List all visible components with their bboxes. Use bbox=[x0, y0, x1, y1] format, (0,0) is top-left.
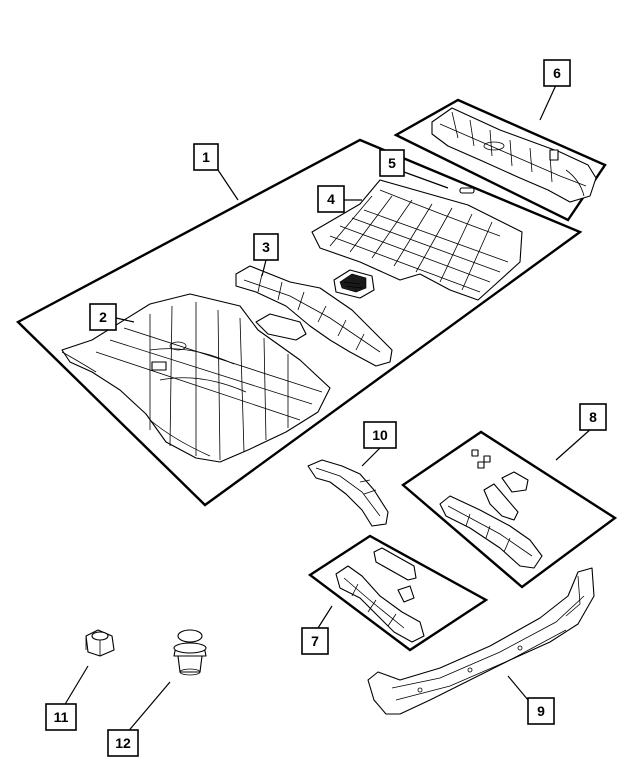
callout-9: 9 bbox=[527, 697, 555, 725]
panel-side-rail bbox=[401, 430, 618, 589]
callout-11: 11 bbox=[45, 703, 77, 731]
part-tunnel-bracket[interactable] bbox=[333, 269, 375, 299]
svg-text:3: 3 bbox=[262, 239, 270, 255]
svg-text:10: 10 bbox=[372, 427, 388, 443]
leader-3 bbox=[261, 259, 267, 277]
part-front-sill-bracket[interactable] bbox=[373, 547, 417, 603]
leader-8 bbox=[555, 427, 593, 461]
callout-2: 2 bbox=[89, 303, 117, 331]
leader-5 bbox=[403, 171, 449, 189]
panel-front-sill bbox=[307, 534, 489, 652]
part-side-rail-front[interactable] bbox=[439, 495, 543, 569]
leader-10 bbox=[361, 447, 381, 467]
leader-lines bbox=[63, 84, 593, 735]
callout-6: 6 bbox=[543, 59, 571, 87]
panel-floor-assembly bbox=[15, 138, 583, 507]
leader-12 bbox=[125, 681, 171, 735]
callout-4: 4 bbox=[317, 185, 345, 213]
part-floor-support[interactable] bbox=[307, 459, 389, 527]
svg-text:9: 9 bbox=[537, 703, 545, 719]
svg-text:4: 4 bbox=[327, 191, 335, 207]
leader-7 bbox=[317, 605, 333, 629]
svg-text:5: 5 bbox=[388, 155, 396, 171]
svg-text:8: 8 bbox=[589, 409, 597, 425]
svg-text:12: 12 bbox=[115, 735, 131, 751]
part-front-floor-pan[interactable] bbox=[61, 293, 331, 463]
leader-9 bbox=[507, 675, 529, 701]
part-rear-crossmember[interactable] bbox=[431, 107, 597, 203]
callout-3: 3 bbox=[253, 233, 279, 261]
svg-text:6: 6 bbox=[553, 65, 561, 81]
svg-text:1: 1 bbox=[202, 149, 210, 165]
callout-7: 7 bbox=[301, 627, 329, 655]
leader-2 bbox=[115, 317, 135, 323]
leader-6 bbox=[539, 84, 557, 121]
part-rocker-panel[interactable] bbox=[367, 567, 595, 715]
callout-10: 10 bbox=[363, 421, 397, 449]
part-grommet[interactable] bbox=[173, 629, 207, 676]
part-nut[interactable] bbox=[85, 629, 115, 657]
part-tunnel-reinforcement[interactable] bbox=[235, 265, 393, 367]
callout-12: 12 bbox=[107, 729, 139, 757]
callout-1: 1 bbox=[193, 143, 219, 171]
leader-11 bbox=[63, 665, 89, 707]
part-side-rail-bracket[interactable] bbox=[471, 449, 529, 521]
panel-rear-crossmember bbox=[393, 98, 607, 222]
svg-text:7: 7 bbox=[311, 633, 319, 649]
svg-text:11: 11 bbox=[54, 709, 69, 725]
part-rear-floor-pan[interactable] bbox=[311, 179, 523, 301]
callout-8: 8 bbox=[579, 403, 607, 431]
part-front-sill[interactable] bbox=[335, 565, 425, 643]
leader-1 bbox=[217, 169, 239, 201]
callout-5: 5 bbox=[379, 149, 405, 177]
svg-text:2: 2 bbox=[99, 309, 107, 325]
